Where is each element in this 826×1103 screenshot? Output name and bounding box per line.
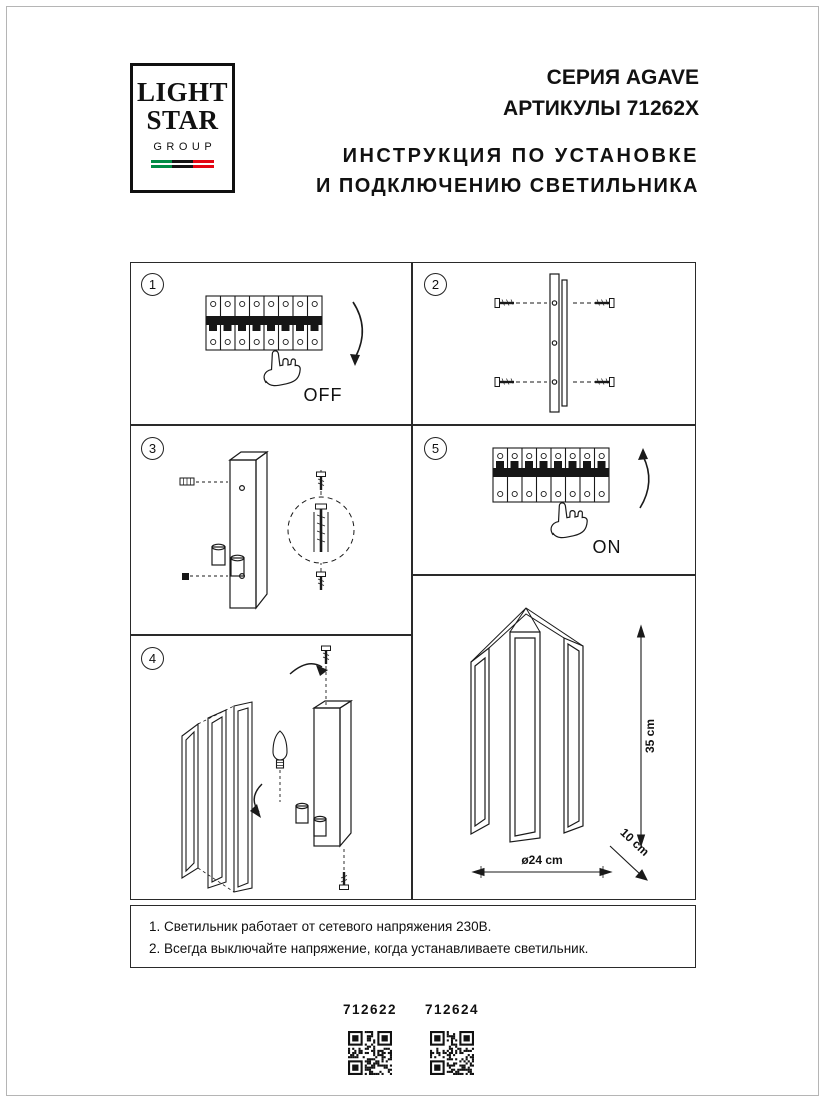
wall-anchor-icon	[179, 477, 195, 486]
qr-code-right	[430, 1031, 474, 1075]
grid-divider	[130, 634, 412, 636]
note-line-2: 2. Всегда выключайте напряжение, когда у…	[149, 941, 589, 956]
step-panel-5: 5 ON	[413, 426, 696, 574]
arrow-down-icon	[350, 301, 364, 366]
grid-divider	[411, 262, 413, 900]
logo-word-group: GROUP	[153, 140, 217, 153]
lightstar-logo: LIGHT STAR GROUP	[130, 63, 235, 193]
back-plate-mounting-diagram	[179, 450, 355, 610]
anchor-plug-icon	[182, 573, 189, 580]
on-label: ON	[593, 537, 622, 557]
curved-arrow-icon	[289, 663, 328, 676]
step-panel-2: 2	[413, 262, 696, 424]
page-border	[6, 6, 819, 1096]
bulb-icon	[272, 730, 288, 769]
depth-dimension-arrow	[609, 845, 648, 881]
diameter-dimension-label: ø24 cm	[521, 853, 562, 867]
qr-code-left	[348, 1031, 392, 1075]
grid-divider	[411, 424, 696, 426]
instruction-title-line2: И ПОДКЛЮЧЕНИЮ СВЕТИЛЬНИКА	[315, 175, 699, 197]
screw-icon	[339, 872, 349, 890]
step-badge-1: 1	[141, 273, 164, 296]
logo-word-star: STAR	[146, 104, 219, 135]
step-badge-4: 4	[141, 647, 164, 670]
breaker-toggles-up	[496, 461, 606, 468]
article-number-right: 712624	[424, 1002, 480, 1017]
notes-box: 1. Светильник работает от сетевого напря…	[130, 905, 696, 968]
italian-flag-icon	[150, 159, 215, 169]
header-titles: СЕРИЯ AGAVE АРТИКУЛЫ 71262X ИНСТРУКЦИЯ П…	[316, 66, 699, 198]
height-dimension-label: 35 cm	[643, 719, 657, 753]
breaker-toggle-band	[493, 468, 609, 477]
step-panel-1: 1 OFF	[130, 262, 411, 424]
articles-title: АРТИКУЛЫ 71262X	[503, 97, 699, 120]
grid-divider	[130, 424, 412, 426]
lamp-assembly-diagram	[181, 645, 354, 893]
depth-dimension-label: 10 cm	[618, 825, 652, 858]
breaker-off-diagram: OFF	[205, 295, 364, 405]
arrow-up-icon	[638, 448, 650, 509]
hand-icon	[263, 350, 301, 387]
series-title: СЕРИЯ AGAVE	[546, 66, 699, 89]
screw-icon	[494, 298, 615, 387]
curved-arrow-icon	[250, 783, 263, 818]
screw-icon	[316, 471, 326, 490]
note-line-1: 1. Светильник работает от сетевого напря…	[149, 919, 492, 934]
screw-in-anchor-detail	[313, 503, 329, 552]
article-number-left: 712622	[342, 1002, 398, 1017]
instruction-grid	[130, 262, 696, 900]
logo-word-light: LIGHT	[136, 77, 229, 107]
grid-divider	[411, 574, 696, 576]
breaker-toggles-down	[209, 325, 319, 331]
height-dimension-arrow	[636, 624, 646, 848]
step-badge-2: 2	[424, 273, 447, 296]
breaker-toggle-band	[206, 316, 322, 325]
instruction-title-line1: ИНСТРУКЦИЯ ПО УСТАНОВКЕ	[342, 145, 699, 167]
breaker-on-diagram: ON	[492, 447, 650, 557]
hand-icon	[550, 502, 588, 539]
step-panel-3: 3	[130, 426, 411, 634]
lamp-dimensions-panel: 35 cm ø24 cm 10 cm	[413, 576, 696, 900]
step-panel-4: 4	[130, 636, 411, 900]
screw-icon	[316, 571, 326, 590]
step-badge-3: 3	[141, 437, 164, 460]
step-badge-5: 5	[424, 437, 447, 460]
screw-icon	[321, 645, 331, 664]
assembled-lamp-diagram: 35 cm ø24 cm 10 cm	[470, 607, 657, 881]
mounting-bracket-diagram	[494, 273, 615, 413]
diameter-dimension-arrow	[471, 866, 613, 878]
off-label: OFF	[304, 385, 343, 405]
